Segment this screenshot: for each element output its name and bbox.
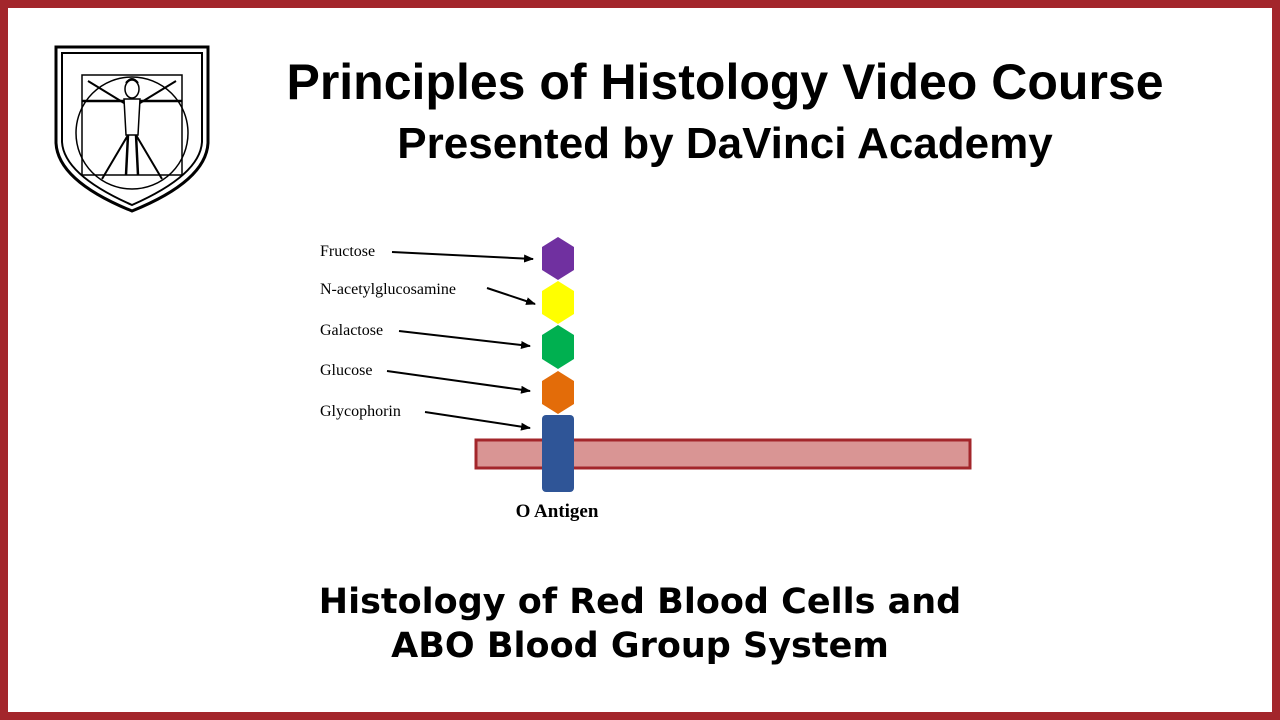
galactose-hexagon: [542, 325, 574, 369]
glycophorin-protein: [542, 415, 574, 492]
fructose-hexagon: [542, 237, 574, 280]
fructose-arrow: [391, 251, 534, 263]
label-glucose: Glucose: [320, 362, 373, 379]
label-galactose: Galactose: [320, 322, 384, 339]
vitruvian-man-shield-icon: [54, 45, 210, 213]
label-n-acetylglucosamine: N-acetylglucosamine: [320, 281, 456, 298]
label-fructose: Fructose: [320, 243, 376, 260]
glucose-arrow: [386, 370, 531, 394]
lecture-title-line-1: Histology of Red Blood Cells and: [318, 582, 962, 622]
course-title: Principles of Histology Video Course: [286, 54, 1164, 110]
n-acetylglucosamine-arrow: [486, 287, 536, 305]
label-glycophorin: Glycophorin: [320, 403, 401, 420]
lecture-title-line-2: ABO Blood Group System: [391, 626, 889, 666]
course-subtitle: Presented by DaVinci Academy: [397, 119, 1053, 168]
galactose-arrow: [398, 330, 531, 349]
n-acetylglucosamine-hexagon: [542, 281, 574, 324]
glucose-hexagon: [542, 371, 574, 414]
glycophorin-arrow: [424, 411, 531, 431]
o-antigen-caption: O Antigen: [515, 501, 599, 522]
lecture-title: Histology of Red Blood Cells and ABO Blo…: [240, 580, 1040, 668]
